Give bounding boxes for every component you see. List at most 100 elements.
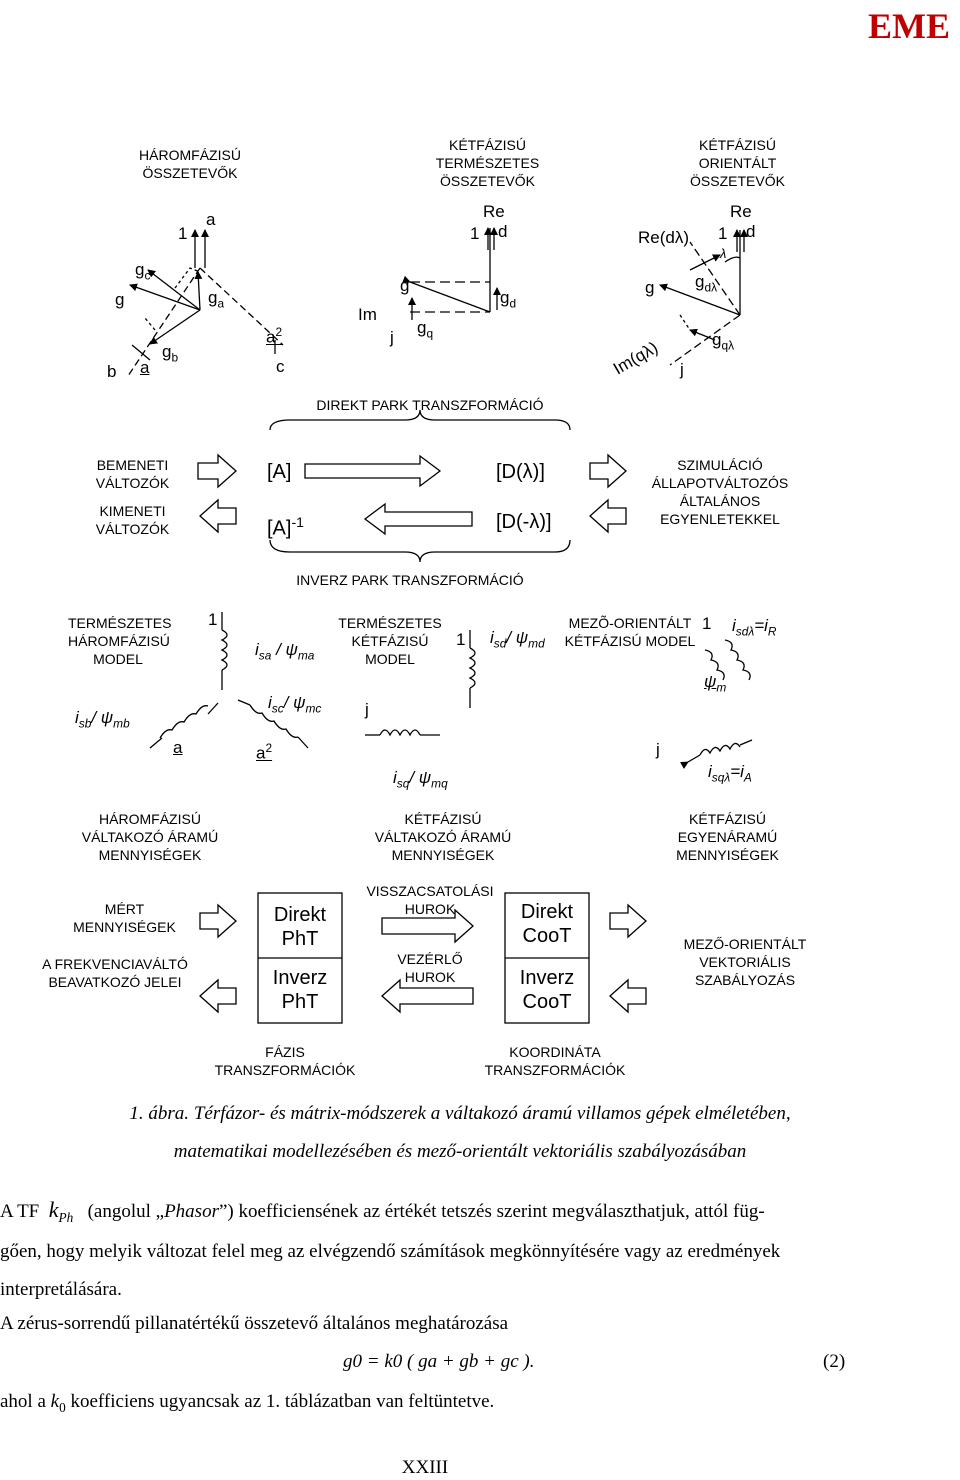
label-model-1-d: 1 <box>456 630 466 649</box>
matrix-a: [A] <box>267 461 292 483</box>
label-model-1-a: 1 <box>208 610 218 629</box>
label-two-phase-oriented: KÉTFÁZISÚ ORIENTÁLT ÖSSZETEVŐK <box>690 137 785 189</box>
coil-q <box>379 729 421 737</box>
paragraph-1-line-1: A TF kPh (angolul „Phasor”) koefficiensé… <box>0 1197 765 1225</box>
label-j-natural: j <box>390 328 394 347</box>
arrow-a-to-d <box>304 454 442 488</box>
coil-ql <box>699 742 741 756</box>
vector-ga <box>194 271 203 311</box>
axis-c-line <box>199 267 284 346</box>
arrow-in-1 <box>197 453 237 489</box>
label-gc: gc <box>135 260 151 283</box>
label-model-a: a <box>173 738 183 757</box>
label-simulation: SZIMULÁCIÓ ÁLLAPOTVÁLTOZÓS ÁLTALÁNOS EGY… <box>651 457 789 527</box>
arrow-out-1 <box>199 498 237 534</box>
label-g: g <box>115 290 125 309</box>
label-a: a <box>206 210 216 229</box>
label-re-natural: Re <box>483 202 505 221</box>
label-direct-pht: Direkt PhT <box>273 904 327 950</box>
label-model-three-phase: TERMÉSZETES HÁROMFÁZISÚ MODEL <box>68 615 172 667</box>
matrix-d: [D(λ)] <box>496 461 545 483</box>
matrix-a-inverse: [A]-1 <box>267 514 304 540</box>
label-isd: isd/ ψmd <box>490 628 545 651</box>
label-model-j: j <box>365 700 369 719</box>
label-outputs: KIMENETI VÁLTOZÓK <box>95 503 170 537</box>
label-three-phase: HÁROMFÁZISÚ ÖSSZETEVŐK <box>139 147 241 181</box>
label-direct-coot: Direkt CooT <box>520 901 574 947</box>
label-coord-trans: KOORDINÁTA TRANSZFORMÁCIÓK <box>484 1044 626 1078</box>
label-re-dl: Re(dλ) <box>638 228 690 247</box>
label-isql: isqλ=iA <box>708 762 752 785</box>
brace-direct-park <box>269 409 571 431</box>
arrow-out-2 <box>589 498 627 534</box>
label-1-natural: 1 <box>470 224 480 243</box>
vector-g <box>129 283 201 311</box>
label-d-oriented: d <box>746 222 756 241</box>
journal-logo: EME <box>867 6 950 46</box>
equation-2: g0 = k0 ( ga + gb + gc ). <box>343 1351 535 1372</box>
brace-inverse-park <box>269 539 571 563</box>
paragraph-1-line-2: gően, hogy melyik változat felel meg az … <box>0 1241 781 1262</box>
vector-gb <box>149 309 201 345</box>
axis-b-arrow <box>131 344 151 361</box>
coil-dl <box>724 639 751 681</box>
label-ga: ga <box>208 288 225 311</box>
label-1: 1 <box>178 224 188 243</box>
label-c: c <box>276 357 285 376</box>
lambda-arc <box>724 256 741 263</box>
arrow-control <box>381 978 474 1014</box>
label-b: b <box>107 362 117 381</box>
coil-a <box>220 629 228 671</box>
vector-gc <box>147 269 201 311</box>
label-psim: ψm <box>704 672 727 695</box>
label-im-natural: Im <box>358 305 377 324</box>
label-two-ac: KÉTFÁZISÚ VÁLTAKOZÓ ÁRAMÚ MENNYISÉGEK <box>374 811 512 863</box>
label-isdl: isdλ=iR <box>732 616 777 639</box>
label-isc: isc/ ψmc <box>268 693 322 716</box>
arrow-feedback <box>381 908 474 944</box>
construction-dash-1 <box>174 267 201 289</box>
coil-b <box>159 705 209 739</box>
label-a2: a2 <box>266 325 283 347</box>
coil-d <box>468 647 476 689</box>
matrix-d-negative: [D(-λ)] <box>496 511 552 533</box>
vector-gdl <box>689 254 721 271</box>
arrow-fo-in <box>609 903 647 939</box>
label-a-underline: a <box>140 358 150 377</box>
figure-caption: 1. ábra. Térfázor- és mátrix-módszerek a… <box>110 1095 810 1171</box>
coil-c <box>249 704 299 738</box>
label-feedback: VISSZACSATOLÁSI HUROK <box>366 883 494 917</box>
label-gd: gd <box>500 288 517 311</box>
label-inverse-park: INVERZ PARK TRANSZFORMÁCIÓ <box>296 572 524 588</box>
label-1-oriented: 1 <box>718 224 728 243</box>
label-converter: A FREKVENCIAVÁLTÓ BEAVATKOZÓ JELEI <box>42 956 188 990</box>
label-measured: MÉRT MENNYISÉGEK <box>73 901 176 935</box>
label-inverse-pht: Inverz PhT <box>272 967 328 1013</box>
arrow-d-to-a <box>363 502 473 536</box>
label-direct-park: DIREKT PARK TRANSZFORMÁCIÓ <box>316 397 544 413</box>
vector-gql <box>689 328 716 341</box>
label-control: VEZÉRLŐ HUROK <box>397 951 463 985</box>
construction-dash-2 <box>144 317 156 331</box>
label-g-oriented: g <box>645 278 655 297</box>
label-model-field-oriented: MEZÕ-ORIENTÁLT KÉTFÁZISÚ MODEL <box>564 615 696 649</box>
vector-g-natural <box>402 275 491 313</box>
arrow-measured <box>199 903 237 939</box>
arrow-converter <box>199 978 237 1014</box>
label-gdl: gdλ <box>695 272 718 295</box>
label-re-oriented: Re <box>730 202 752 221</box>
page-number: XXIII <box>401 1457 449 1478</box>
label-two-phase-natural: KÉTFÁZISÚ TERMÉSZETES ÖSSZETEVŐK <box>435 137 540 189</box>
axis-ql <box>669 314 741 366</box>
label-lambda: λ <box>720 246 727 261</box>
paragraph-3: ahol a k0 koefficiens ugyancsak az 1. tá… <box>0 1391 495 1415</box>
label-model-two-phase: TERMÉSZETES KÉTFÁZISÚ MODEL <box>338 615 442 667</box>
label-isa: isa / ψma <box>255 640 315 663</box>
label-isb: isb/ ψmb <box>75 708 130 731</box>
arrow-fo-out <box>609 978 647 1014</box>
label-three-ac: HÁROMFÁZISÚ VÁLTAKOZÓ ÁRAMÚ MENNYISÉGEK <box>81 811 219 863</box>
paragraph-2: A zérus-sorrendű pillanatértékű összetev… <box>0 1313 509 1334</box>
label-gq: gq <box>417 318 434 341</box>
label-gb: gb <box>162 342 179 365</box>
